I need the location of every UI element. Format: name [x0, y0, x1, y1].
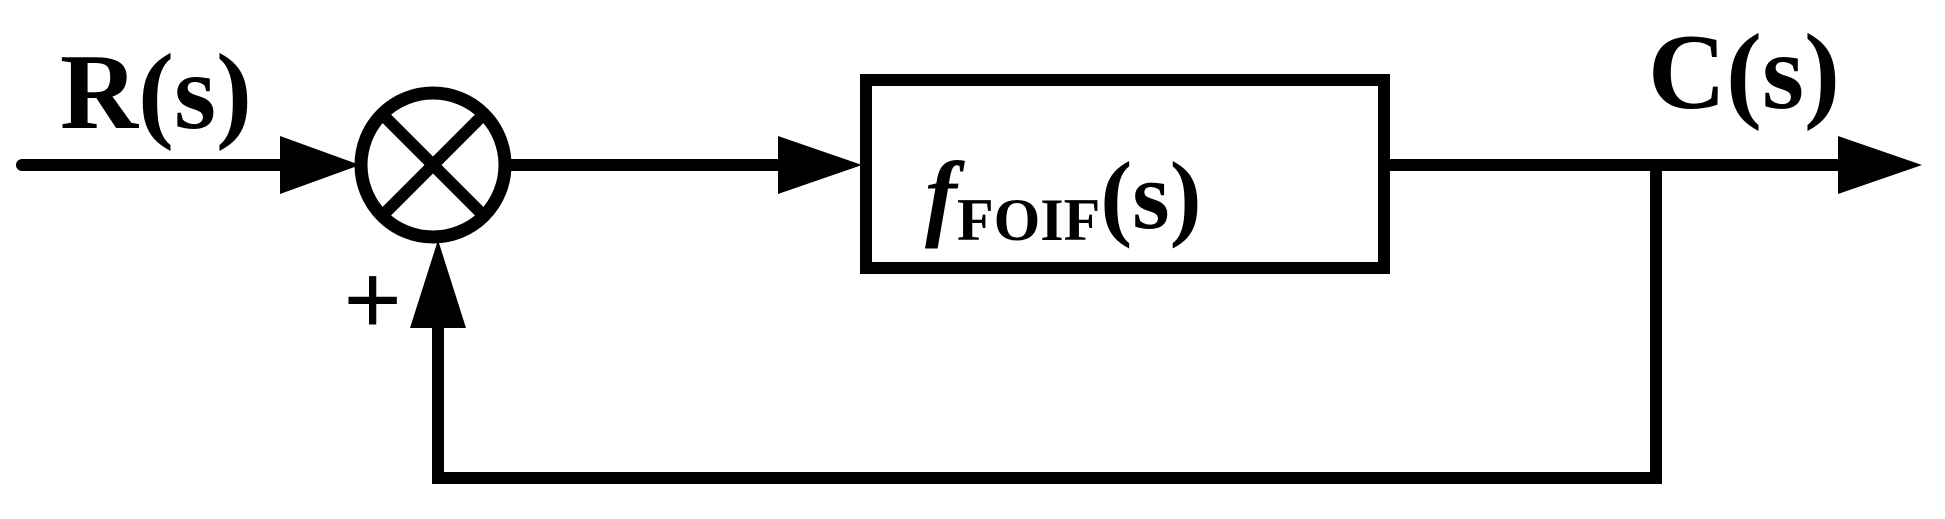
- feedback-sign: +: [343, 243, 402, 358]
- input-arrowhead: [280, 136, 360, 194]
- output-arrowhead: [1838, 136, 1922, 194]
- transfer-function-argument: (s): [1100, 142, 1201, 249]
- feedback-path: [432, 165, 1662, 484]
- output-label: C(s): [1648, 13, 1840, 132]
- feedback-arrowhead: [410, 240, 466, 328]
- input-label: R(s): [60, 33, 252, 152]
- summing-junction: [354, 86, 512, 244]
- transfer-function-block: [860, 74, 1390, 274]
- forward-arrowhead: [778, 136, 862, 194]
- summing-junction-cross-b: [377, 109, 489, 221]
- transfer-function-subscript: FOIF: [957, 187, 1100, 253]
